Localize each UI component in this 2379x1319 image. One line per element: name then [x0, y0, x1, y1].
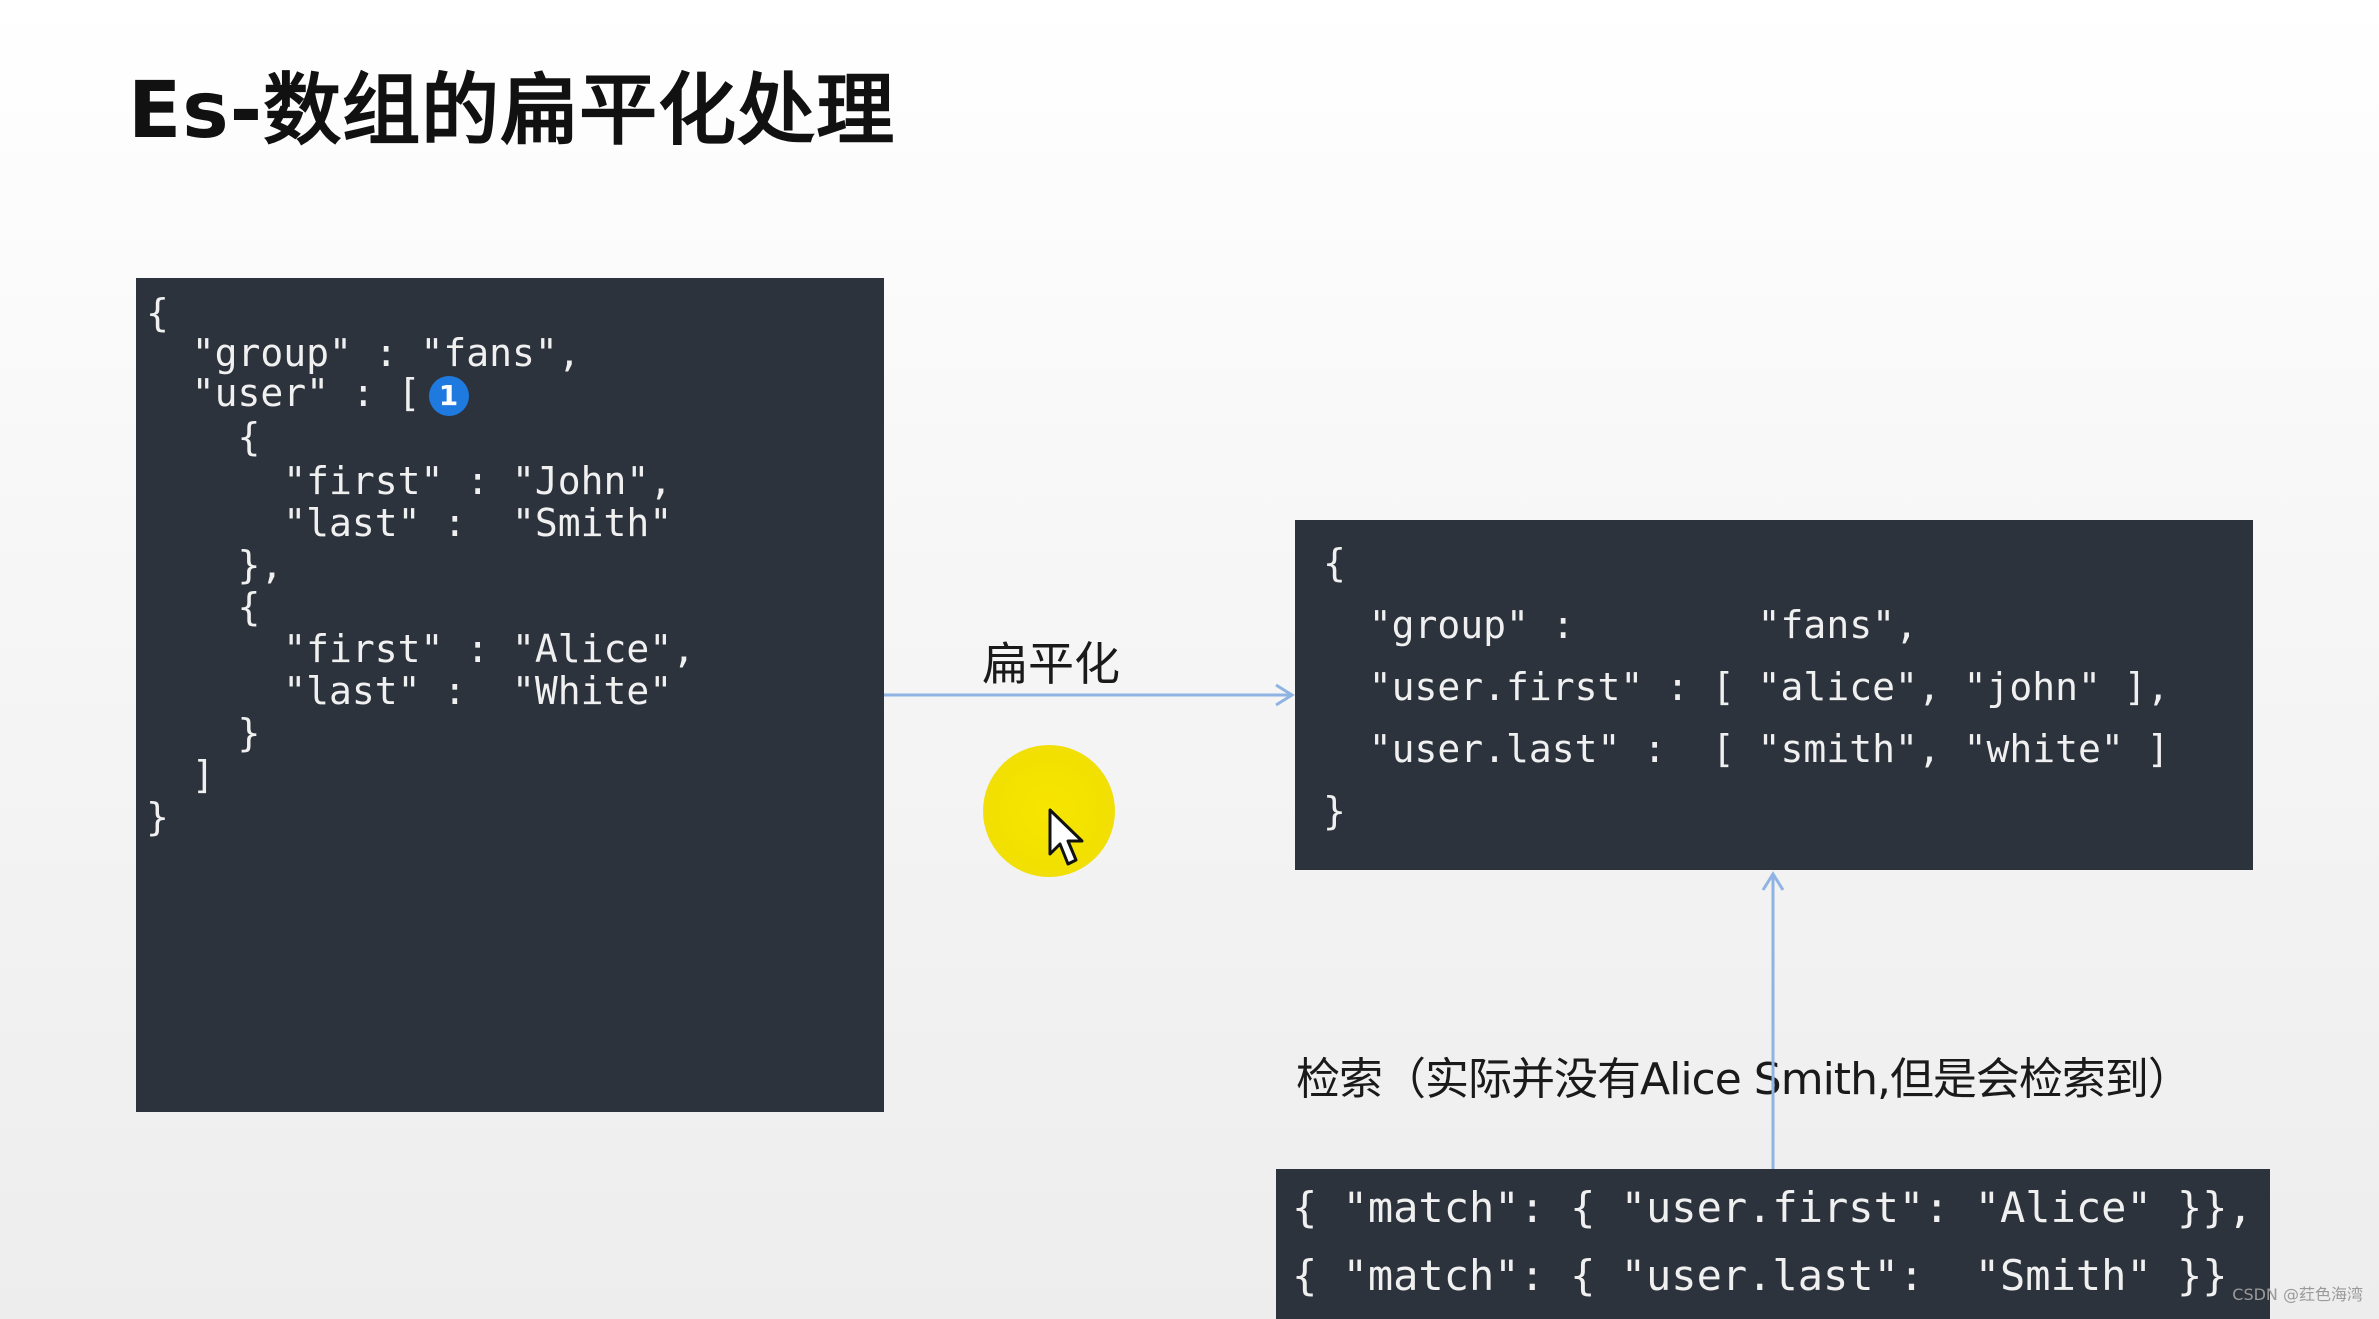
nested-document-code-block: { "group" : "fans", "user" : [1 { "first… [136, 278, 884, 1112]
code-line: { [1323, 541, 1346, 585]
code-line: "user.last" : [ "smith", "white" ] [1323, 727, 2170, 771]
page-title: Es-数组的扁平化处理 [128, 66, 896, 156]
code-line-text: "user" : [ [146, 371, 421, 415]
search-arrow-icon [1761, 871, 1785, 1169]
flatten-label: 扁平化 [982, 637, 1120, 691]
watermark: CSDN @荭色海湾 [2232, 1285, 2363, 1304]
code-line: }, [146, 543, 284, 587]
code-line: "group" : "fans", [1323, 603, 1918, 647]
mouse-pointer-icon [1048, 808, 1084, 866]
code-line: } [1323, 789, 1346, 833]
code-line: { [146, 415, 261, 459]
code-line: { [146, 291, 169, 335]
code-line: "group" : "fans", [146, 331, 581, 375]
code-line: "first" : "Alice", [146, 627, 696, 671]
code-line: } [146, 795, 169, 839]
match-query-code-block: { "match": { "user.first": "Alice" }}, {… [1276, 1169, 2270, 1319]
code-line: "last" : "White" [146, 669, 673, 713]
code-line: { [146, 585, 261, 629]
code-line: } [146, 711, 261, 755]
code-line: { "match": { "user.first": "Alice" }}, [1292, 1183, 2253, 1232]
code-line: { "match": { "user.last": "Smith" }} [1292, 1251, 2228, 1300]
search-label: 检索（实际并没有Alice Smith,但是会检索到） [1296, 1054, 2192, 1105]
code-line: "first" : "John", [146, 459, 673, 503]
code-line: ] [146, 753, 215, 797]
code-line-user: "user" : [1 [146, 374, 469, 416]
code-line: "last" : "Smith" [146, 501, 673, 545]
flattened-document-code-block: { "group" : "fans", "user.first" : [ "al… [1295, 520, 2253, 870]
callout-badge: 1 [428, 375, 469, 416]
code-line: "user.first" : [ "alice", "john" ], [1323, 665, 2170, 709]
